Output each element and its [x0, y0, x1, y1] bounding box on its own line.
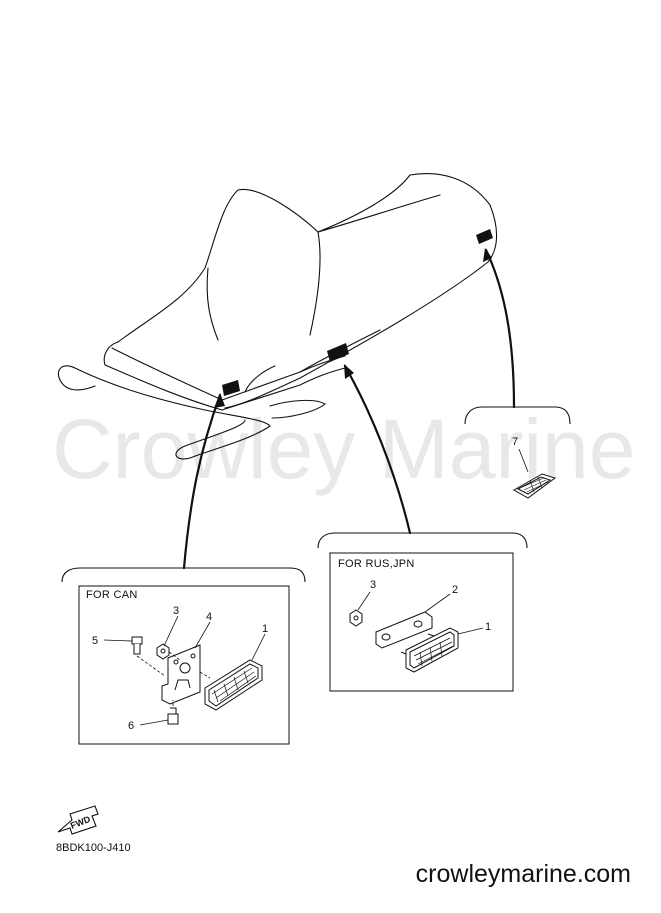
callout-can-1: 1: [262, 623, 268, 635]
callout-can-3: 3: [173, 605, 179, 617]
leader-arrows: [182, 248, 516, 570]
bracket-rus-jpn: [317, 532, 528, 549]
panel-can-title: FOR CAN: [86, 589, 138, 601]
panel-can-frame: [78, 585, 290, 745]
panel-rus-jpn-frame: [329, 552, 514, 692]
nut-part-rus: [349, 609, 363, 627]
decal-side-marker: [327, 343, 349, 362]
callout-can-4: 4: [206, 611, 212, 623]
bracket-lines: [61, 406, 571, 583]
panel-for-can: FOR CAN: [78, 585, 290, 745]
nut-part-can: [156, 643, 170, 660]
footer-url[interactable]: crowleymarine.com: [415, 860, 631, 888]
decal-rear-marker: [476, 229, 493, 244]
mount-bracket-part: [161, 644, 201, 705]
arrow-head-front: [214, 393, 225, 408]
callout-rus-2: 2: [452, 584, 458, 596]
decal-front-marker: [222, 380, 240, 396]
callout-rus-1: 1: [485, 621, 491, 633]
leader-side: [343, 364, 412, 535]
reflector-part-rus: [400, 627, 459, 673]
fwd-arrow-icon: FWD: [57, 805, 99, 835]
bracket-side: [464, 406, 571, 425]
panel-rus-jpn-title: FOR RUS,JPN: [338, 558, 415, 570]
callout-can-5: 5: [92, 635, 98, 647]
panel-for-rus-jpn: FOR RUS,JPN 3 2 1: [329, 552, 514, 692]
callout-leaders-rus: [357, 591, 484, 635]
bracket-can: [61, 567, 306, 583]
dashed-guides-can: [136, 651, 211, 706]
arrow-heads: [214, 248, 492, 408]
leader-rear: [484, 248, 516, 409]
panel-side-part-7: 7: [512, 436, 557, 499]
arrow-head-side: [344, 364, 354, 379]
side-reflector-part: [512, 473, 557, 499]
diagram-code: 8BDK100-J410: [56, 842, 131, 854]
decal-markers: [222, 229, 493, 396]
arrow-head-rear: [483, 248, 492, 262]
screw-part-5: [131, 636, 143, 655]
callout-can-6: 6: [128, 720, 134, 732]
callout-rus-3: 3: [370, 579, 376, 591]
screw-part-6: [167, 707, 179, 725]
callout-leaders-can: [103, 615, 266, 726]
reflector-part-can: [204, 659, 263, 711]
snowmobile-hood-drawing: [57, 173, 498, 460]
callout-side-7: 7: [512, 436, 518, 448]
leader-front: [182, 393, 222, 570]
